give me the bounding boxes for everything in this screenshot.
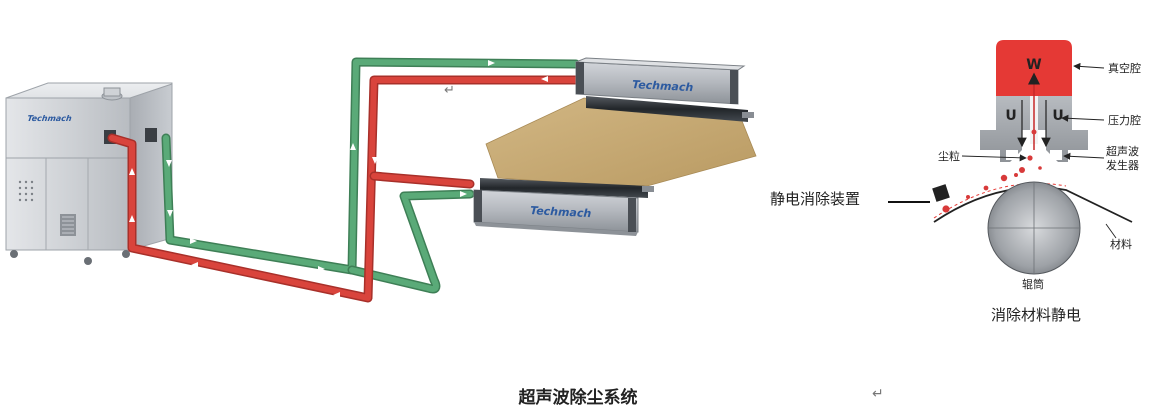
lower-head-brand: Techmach [530, 204, 592, 220]
flow-arrows [129, 60, 548, 298]
return-mark-upper: ↵ [444, 83, 455, 98]
label-pressure-chamber: 压力腔 [1108, 113, 1141, 127]
material-web [485, 97, 757, 189]
label-vacuum-chamber: 真空腔 [1108, 61, 1141, 75]
label-dust-particles: 尘粒 [938, 149, 960, 163]
label-ultrasonic-line2: 发生器 [1106, 158, 1139, 172]
dust-removal-machine: Techmach [5, 82, 173, 265]
static-eliminator-box [932, 184, 950, 202]
vacuum-chamber [996, 40, 1072, 96]
figure-caption: 超声波除尘系统 [518, 388, 638, 408]
upper-head-brand: Techmach [632, 78, 694, 94]
upper-cleaning-head: Techmach [575, 57, 754, 122]
label-roller: 辊筒 [1022, 277, 1044, 291]
label-material: 材料 [1110, 237, 1132, 251]
return-mark-caption: ↵ [872, 386, 884, 402]
pressure-u-left: U [1005, 108, 1016, 124]
schematic-caption: 消除材料静电 [991, 306, 1081, 324]
machine-brand-label: Techmach [27, 114, 73, 123]
pressure-u-right: U [1052, 108, 1063, 124]
static-elimination-schematic: W U U [770, 40, 1141, 324]
lower-cleaning-head: Techmach [473, 178, 654, 236]
pipe-network [107, 57, 581, 303]
label-ultrasonic-line1: 超声波 [1106, 144, 1139, 158]
vacuum-w-letter: W [1026, 57, 1041, 73]
label-static-eliminator: 静电消除装置 [770, 190, 860, 208]
dust-particles [942, 129, 1042, 213]
